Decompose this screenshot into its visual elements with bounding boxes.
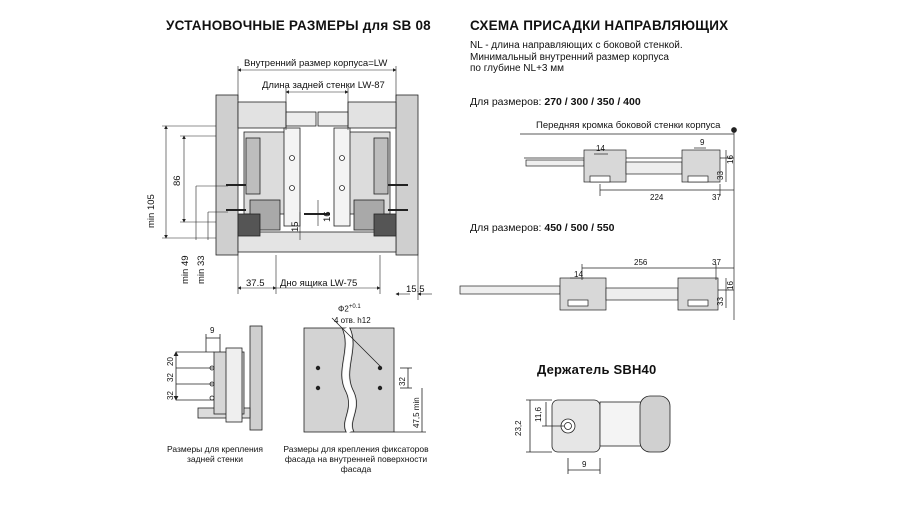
scheme2-dim-256: 256 bbox=[634, 258, 648, 267]
front-mount-drawing bbox=[303, 317, 426, 434]
scheme-note-line-3: по глубине NL+3 мм bbox=[470, 63, 565, 74]
inner-size-label: Внутренний размер корпуса=LW bbox=[244, 58, 388, 69]
dim-15-5: 15.5 bbox=[406, 284, 425, 295]
holder-dim-23-2: 23,2 bbox=[514, 420, 523, 436]
scheme-note: NL - длина направляющих с боковой стенко… bbox=[470, 40, 730, 75]
scheme1-dim-14: 14 bbox=[596, 144, 605, 153]
dim-min-33: min 33 bbox=[196, 255, 207, 284]
install-section-drawing bbox=[215, 94, 419, 256]
back-dim-32-a: 32 bbox=[166, 373, 175, 382]
scheme-note-line-2: Минимальный внутренний размер корпуса bbox=[470, 51, 669, 63]
bottom-label: Дно ящика LW-75 bbox=[280, 278, 358, 289]
scheme-runner-1 bbox=[520, 127, 737, 320]
front-edge-label: Передняя кромка боковой стенки корпуса bbox=[536, 120, 721, 131]
dim-37-5: 37.5 bbox=[246, 278, 265, 289]
holder-dim-11-6: 11,6 bbox=[534, 407, 543, 422]
sizes-2-label: Для размеров: 450 / 500 / 550 bbox=[470, 222, 614, 234]
scheme1-dim-33: 33 bbox=[716, 171, 725, 180]
dim-16: 16 bbox=[322, 211, 333, 222]
scheme1-dim-9: 9 bbox=[700, 138, 705, 147]
install-title: УСТАНОВОЧНЫЕ РАЗМЕРЫ для SB 08 bbox=[166, 18, 431, 33]
dim-15: 15 bbox=[290, 221, 301, 232]
back-dim-32-b: 32 bbox=[166, 391, 175, 400]
sizes-1-prefix: Для размеров: bbox=[470, 96, 542, 108]
scheme2-dim-37: 37 bbox=[712, 258, 721, 267]
scheme-note-line-1: NL - длина направляющих с боковой стенко… bbox=[470, 40, 683, 51]
back-mount-drawing bbox=[173, 325, 263, 431]
scheme2-dim-16: 16 bbox=[726, 281, 735, 290]
install-dimension-lines bbox=[162, 66, 432, 300]
sizes-1-label: Для размеров: 270 / 300 / 350 / 400 bbox=[470, 96, 641, 108]
front-dim-47-5: 47,5 min bbox=[412, 397, 421, 428]
scheme1-dim-16: 16 bbox=[726, 155, 735, 164]
front-holes-label: 4 отв. h12 bbox=[334, 316, 371, 325]
dim-min-49: min 49 bbox=[180, 255, 191, 284]
holder-drawing bbox=[526, 395, 671, 474]
sizes-2-values: 450 / 500 / 550 bbox=[544, 222, 615, 234]
dim-min-105: min 105 bbox=[146, 194, 157, 228]
sizes-1-values: 270 / 300 / 350 / 400 bbox=[544, 96, 641, 108]
scheme1-dim-37: 37 bbox=[712, 193, 721, 202]
dim-86: 86 bbox=[172, 175, 183, 186]
back-mount-caption: Размеры для крепления задней стенки bbox=[166, 444, 264, 464]
front-phi: Φ2 bbox=[338, 304, 349, 314]
front-dim-32: 32 bbox=[398, 377, 407, 386]
scheme-title: СХЕМА ПРИСАДКИ НАПРАВЛЯЮЩИХ bbox=[470, 18, 729, 33]
scheme-runner-2 bbox=[459, 264, 734, 311]
front-mount-caption: Размеры для крепления фиксаторов фасада … bbox=[283, 444, 429, 474]
back-dim-9: 9 bbox=[210, 326, 215, 335]
front-hole-diameter: Φ2+0.1 bbox=[338, 304, 361, 314]
front-tolerance: +0.1 bbox=[348, 304, 361, 310]
holder-dim-9: 9 bbox=[582, 460, 587, 469]
sizes-2-prefix: Для размеров: bbox=[470, 222, 542, 234]
back-dim-20: 20 bbox=[166, 357, 175, 366]
scheme2-dim-33: 33 bbox=[716, 297, 725, 306]
scheme2-dim-14: 14 bbox=[574, 270, 583, 279]
back-wall-label: Длина задней стенки LW-87 bbox=[262, 80, 385, 91]
holder-title: Держатель SBH40 bbox=[537, 362, 657, 377]
scheme1-dim-224: 224 bbox=[650, 193, 664, 202]
